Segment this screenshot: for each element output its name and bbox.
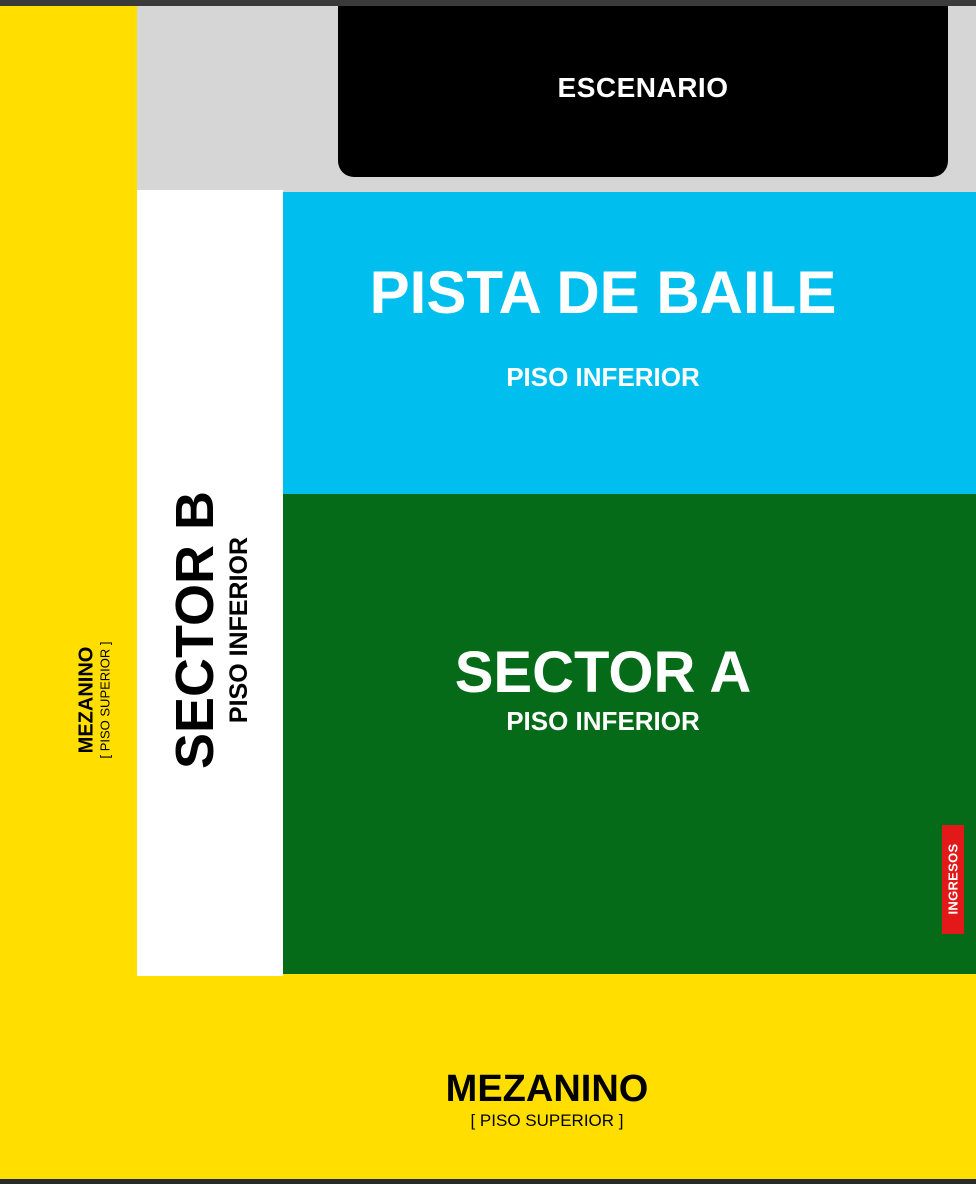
mezzanine-bottom-subtitle: [ PISO SUPERIOR ] bbox=[470, 1111, 624, 1130]
mezzanine-left-subtitle: [ PISO SUPERIOR ] bbox=[97, 641, 113, 759]
dance-floor-subtitle: PISO INFERIOR bbox=[506, 362, 700, 392]
bottom-border bbox=[0, 1179, 976, 1184]
sector-b-area[interactable] bbox=[137, 190, 283, 976]
dance-floor-title: PISTA DE BAILE bbox=[369, 259, 837, 326]
sector-a-title: SECTOR A bbox=[454, 640, 752, 705]
sector-b-subtitle: PISO INFERIOR bbox=[225, 536, 253, 724]
dance-floor-area[interactable] bbox=[283, 192, 976, 494]
sector-a-area[interactable] bbox=[283, 494, 976, 974]
sector-a-subtitle: PISO INFERIOR bbox=[506, 706, 700, 736]
mezzanine-left-title: MEZANINO bbox=[75, 646, 98, 754]
stage-label: ESCENARIO bbox=[557, 71, 729, 103]
entrance-label: INGRESOS bbox=[945, 843, 961, 915]
entrance-marker[interactable]: INGRESOS bbox=[942, 825, 964, 934]
mezzanine-bottom-title: MEZANINO bbox=[445, 1068, 649, 1110]
top-border bbox=[0, 0, 976, 6]
stage-area[interactable]: ESCENARIO bbox=[338, 6, 948, 177]
sector-b-title: SECTOR B bbox=[165, 490, 225, 770]
